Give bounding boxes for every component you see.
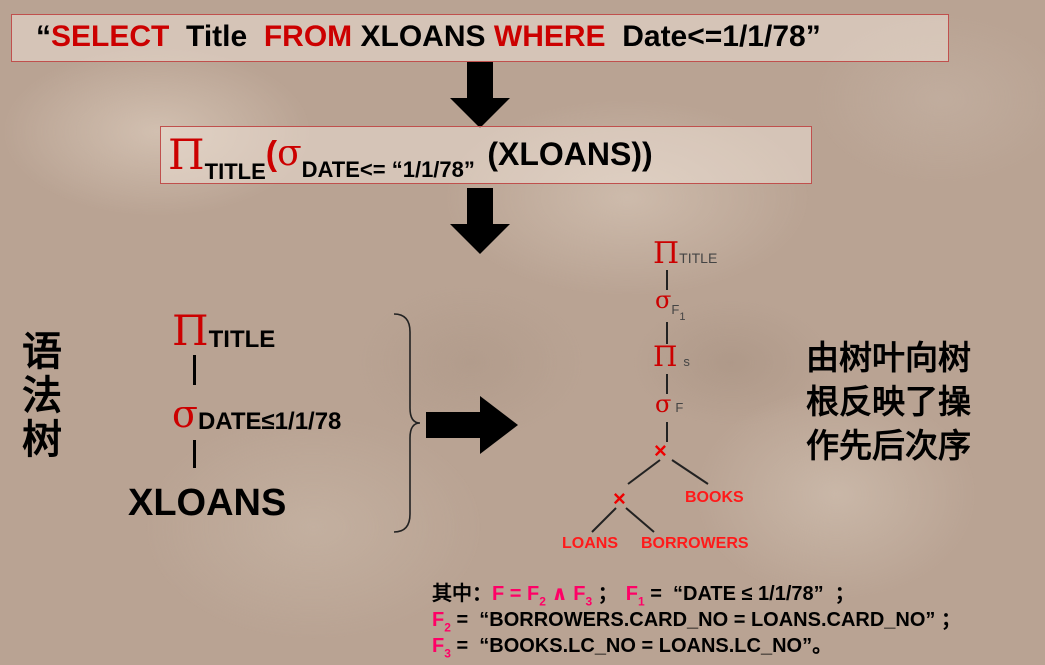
- relation-expression: (XLOANS)): [487, 136, 653, 172]
- f-subscript: 3: [444, 646, 451, 661]
- explanation-line: 作先后次序: [806, 426, 971, 465]
- note-line-3: F3 = “BOOKS.LC_NO = LOANS.LC_NO”。: [432, 634, 832, 665]
- right-brace-icon: [393, 313, 421, 533]
- explanation-line: 根反映了操: [806, 382, 971, 421]
- down-arrow-icon: [450, 188, 510, 256]
- label-char: 树: [22, 417, 62, 463]
- selection-condition: DATE<= “1/1/78”: [301, 157, 475, 182]
- tree-edge: [193, 355, 196, 385]
- query-tree-join-top: ×: [654, 438, 667, 463]
- projection-attribute: s: [683, 354, 690, 369]
- projection-symbol: Π: [653, 236, 680, 271]
- and-operator: ∧ F: [545, 583, 586, 605]
- query-tree-selection-f1: σF1: [655, 286, 685, 323]
- projection-attribute: TITLE: [679, 250, 718, 266]
- sql-table: XLOANS: [360, 20, 486, 53]
- note-line-1: 其中：F = F2 ∧ F3 ； F1 = “DATE ≤ 1/1/78” ；: [432, 582, 855, 613]
- relational-algebra-expression: ΠTITLE(σDATE<= “1/1/78” (XLOANS)): [168, 126, 653, 184]
- syntax-tree-label: 语 法 树: [22, 330, 62, 462]
- query-tree-join-inner: ×: [613, 486, 626, 511]
- label-char: 语: [22, 329, 62, 375]
- tree-edge: [666, 374, 668, 394]
- selection-condition: F: [675, 400, 684, 415]
- projection-attribute: TITLE: [208, 326, 276, 353]
- sql-query: “SELECT Title FROM XLOANS WHERE Date<=1/…: [36, 14, 821, 60]
- sql-query-box: [11, 14, 949, 62]
- projection-attribute: TITLE: [204, 159, 266, 184]
- f-subscript: 3: [585, 594, 593, 609]
- f-subscript: 2: [539, 594, 546, 609]
- query-tree-leaf-borrowers: BORROWERS: [641, 535, 749, 552]
- sql-from-keyword: FROM: [263, 20, 353, 53]
- f-subscript: 1: [637, 594, 645, 609]
- f3-name: F: [432, 635, 445, 657]
- selection-symbol: σ: [655, 286, 672, 314]
- sql-condition: Date<=1/1/78: [622, 20, 806, 53]
- sql-open-quote: “: [36, 20, 51, 53]
- projection-symbol: Π: [653, 340, 678, 373]
- selection-condition: F: [671, 302, 680, 317]
- f-subscript: 2: [444, 620, 451, 635]
- right-arrow-icon: [426, 396, 518, 454]
- sql-where-keyword: WHERE: [493, 20, 606, 53]
- query-tree-edges: [591, 459, 709, 533]
- note-line-2: F2 = “BORROWERS.CARD_NO = LOANS.CARD_NO”…: [432, 608, 961, 639]
- f2-definition: = “BORROWERS.CARD_NO = LOANS.CARD_NO” ；: [450, 609, 961, 631]
- syntax-tree-projection: ΠTITLE: [172, 306, 275, 355]
- open-paren: (: [265, 135, 278, 173]
- tree-edge: [666, 270, 668, 290]
- query-tree-leaf-loans: LOANS: [562, 535, 618, 552]
- selection-condition-index: 1: [679, 311, 686, 323]
- projection-symbol: Π: [172, 306, 209, 355]
- relational-algebra-box: [160, 126, 812, 184]
- separator: ；: [592, 583, 618, 605]
- selection-symbol: σ: [277, 133, 302, 174]
- f3-definition: = “BOOKS.LC_NO = LOANS.LC_NO”。: [450, 635, 833, 657]
- tree-edge: [666, 422, 668, 442]
- query-tree-top-projection: ΠTITLE: [653, 236, 717, 271]
- label-char: 法: [22, 373, 62, 419]
- f1-definition: = “DATE ≤ 1/1/78” ；: [644, 583, 855, 605]
- f1-name: F: [625, 583, 638, 605]
- f2-name: F: [432, 609, 445, 631]
- selection-symbol: σ: [655, 390, 672, 418]
- f-definition: F = F: [492, 583, 540, 605]
- query-tree-leaf-books: BOOKS: [685, 489, 744, 506]
- tree-edge: [193, 440, 196, 468]
- down-arrow-icon: [450, 62, 510, 130]
- sql-close-quote: ”: [805, 20, 821, 53]
- syntax-tree-leaf: XLOANS: [128, 482, 287, 524]
- projection-symbol: Π: [168, 130, 205, 179]
- explanation-text: 由树叶向树 根反映了操 作先后次序: [806, 336, 971, 468]
- note-prefix: 其中：: [432, 583, 492, 605]
- selection-symbol: σ: [172, 392, 198, 436]
- explanation-line: 由树叶向树: [806, 338, 971, 377]
- tree-edge: [666, 322, 668, 344]
- syntax-tree-selection: σDATE≤1/1/78: [172, 392, 341, 436]
- sql-select-keyword: SELECT: [51, 20, 170, 53]
- selection-condition: DATE≤1/1/78: [197, 408, 342, 435]
- sql-column: Title: [186, 20, 248, 53]
